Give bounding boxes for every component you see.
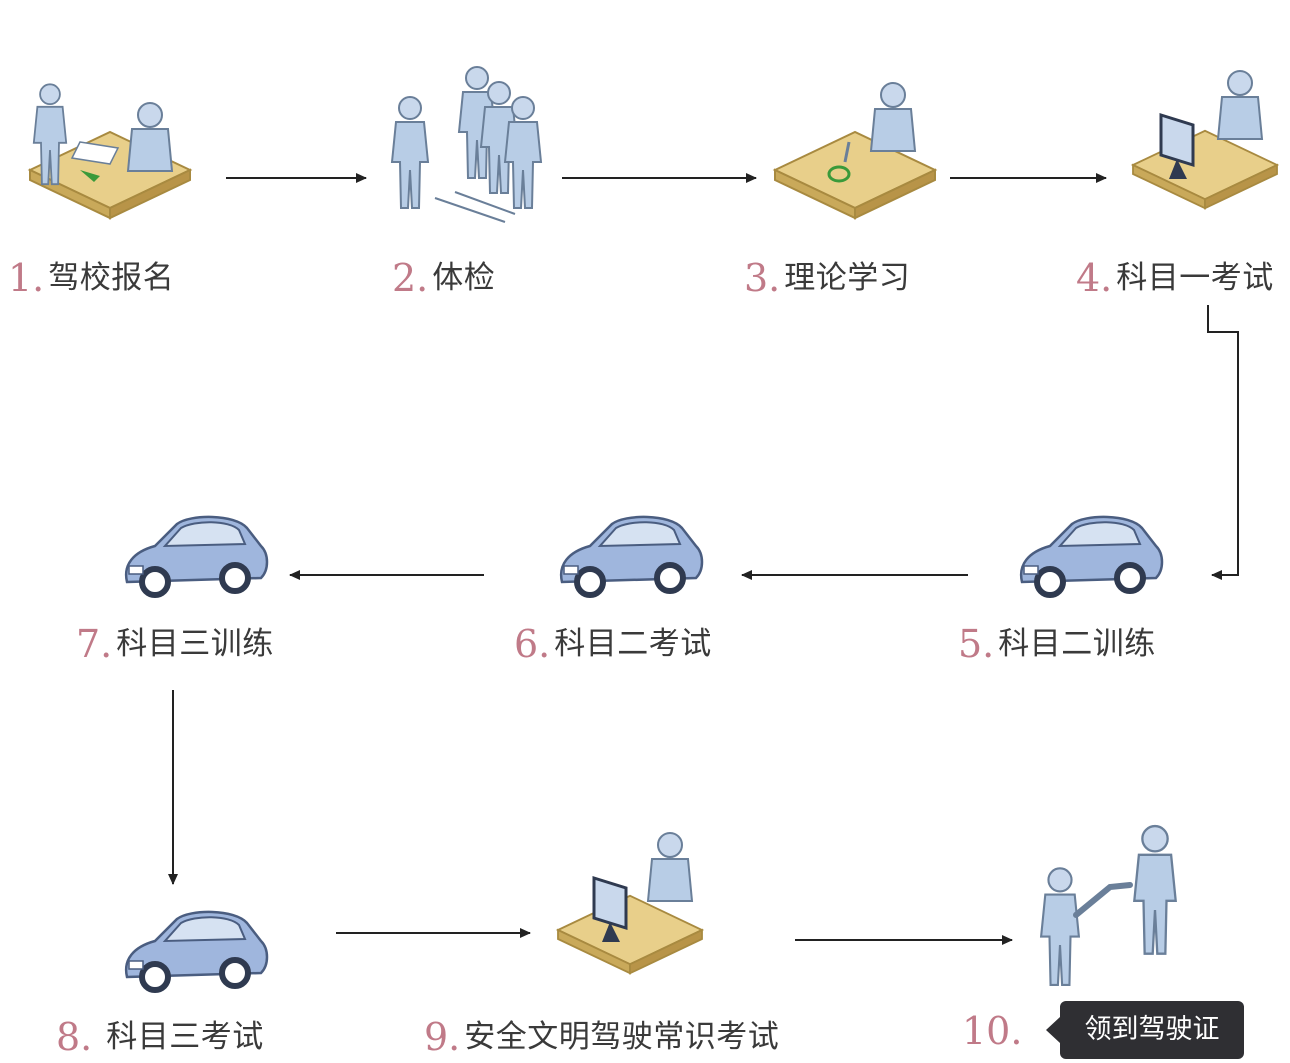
step-number: 8.	[56, 1015, 93, 1059]
step-text: 科目二考试	[554, 626, 712, 662]
step-label-9: 9.安全文明驾驶常识考试	[424, 1011, 779, 1059]
step-number: 9.	[424, 1015, 461, 1059]
step-text: 科目三考试	[106, 1019, 264, 1055]
step-number: 1.	[8, 256, 45, 300]
step-text: 科目一考试	[1116, 260, 1274, 296]
step-text: 科目二训练	[998, 626, 1156, 662]
arrow-4-to-5	[1207, 305, 1239, 580]
step-label-4: 4.科目一考试	[1076, 252, 1274, 300]
step-label-7: 7.科目三训练	[76, 618, 274, 666]
handshake-icon	[1040, 824, 1177, 986]
car-icon	[126, 517, 267, 595]
step-label-6: 6.科目二考试	[514, 618, 712, 666]
registration-desk-icon	[29, 83, 191, 219]
step-label-2: 2.体检	[392, 252, 495, 300]
step-text: 体检	[432, 260, 496, 296]
step-text: 驾校报名	[48, 260, 175, 296]
computer-exam-icon	[1132, 70, 1278, 210]
step-text: 理论学习	[784, 260, 911, 296]
step-label-8: 8. 科目三考试	[56, 1011, 264, 1059]
step-number: 4.	[1076, 256, 1113, 300]
step-label-5: 5.科目二训练	[958, 618, 1156, 666]
computer-exam-icon	[557, 832, 703, 975]
step-label-1: 1.驾校报名	[8, 252, 174, 300]
step-number: 5.	[958, 622, 995, 666]
study-desk-icon	[774, 82, 936, 219]
car-icon	[126, 912, 267, 990]
car-icon	[1021, 517, 1162, 595]
step-number: 3.	[744, 256, 781, 300]
step-text: 科目三训练	[116, 626, 274, 662]
tooltip-badge: 领到驾驶证	[1046, 1001, 1244, 1059]
step-number: 7.	[76, 622, 113, 666]
step-label-3: 3.理论学习	[744, 252, 910, 300]
step-text: 安全文明驾驶常识考试	[464, 1019, 780, 1055]
step-label-10: 10.	[962, 1009, 1026, 1053]
step-number: 2.	[392, 256, 429, 300]
step-number: 6.	[514, 622, 551, 666]
step-number: 10.	[962, 1009, 1023, 1053]
car-icon	[561, 517, 702, 595]
medical-exam-group-icon	[391, 66, 542, 223]
